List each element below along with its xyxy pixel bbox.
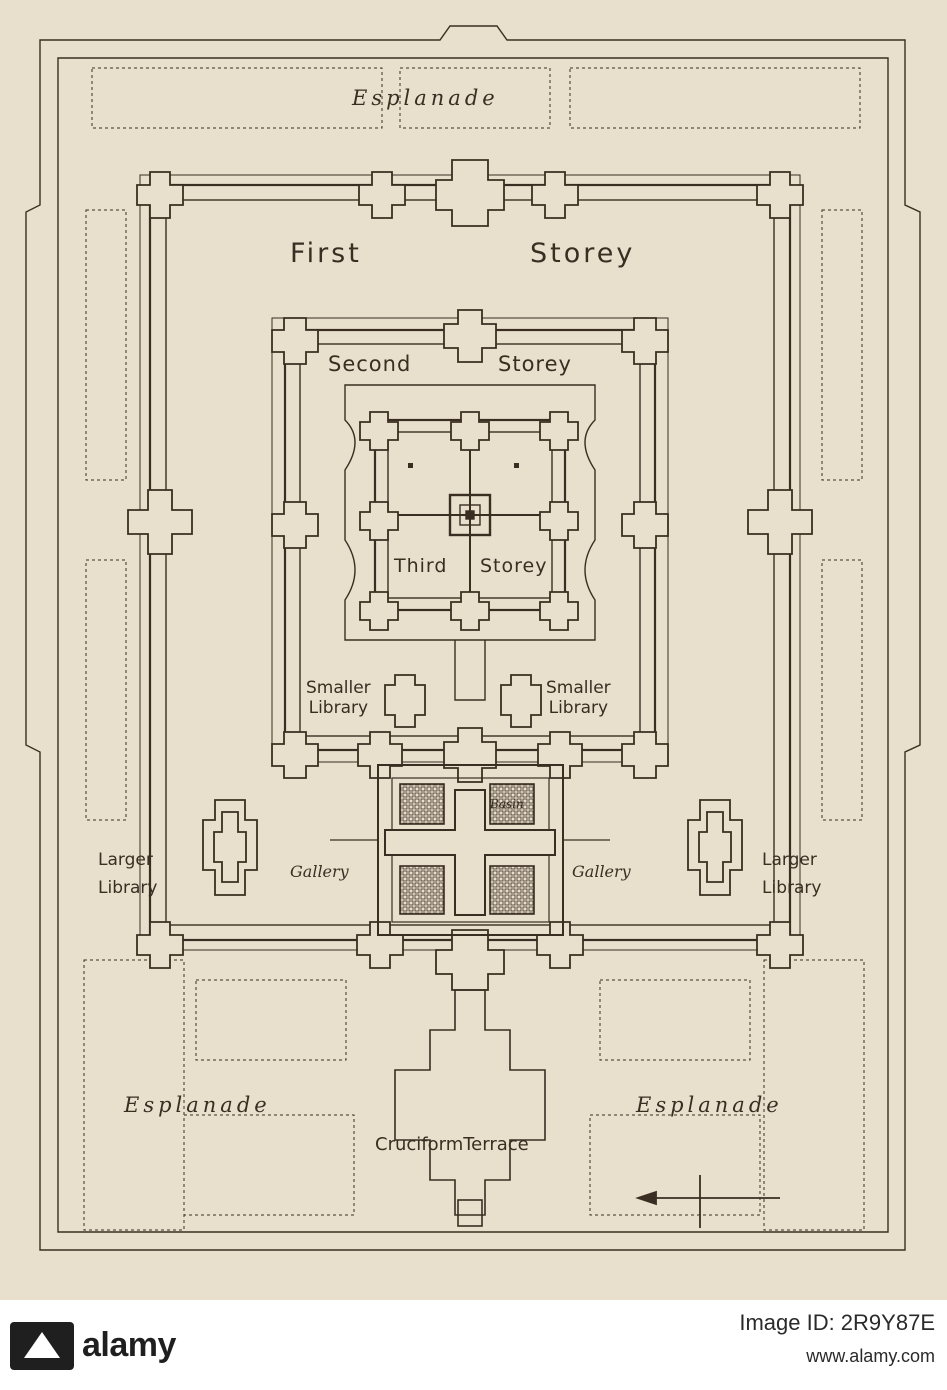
smaller-library-left-label: Smaller Library	[306, 678, 371, 718]
smaller-library-right-label: Smaller Library	[546, 678, 611, 718]
larger-library-right-line1: Larger	[762, 850, 817, 870]
second-storey-label: Second	[328, 352, 412, 376]
larger-library-right-label: Larger Library	[762, 846, 821, 902]
outer-enclosure	[25, 25, 921, 1251]
third-storey-label: Third	[394, 555, 448, 577]
larger-library-right-line2: Library	[762, 878, 822, 898]
gallery-right-label: Gallery	[572, 862, 631, 881]
arrow-left-icon	[635, 1175, 780, 1228]
smaller-library-right-line1: Smaller	[546, 678, 611, 698]
first-storey-label: First	[290, 238, 362, 269]
watermark-footer: alamy Image ID: 2R9Y87E www.alamy.com	[0, 1300, 947, 1390]
esplanade-bottom-right-label: Esplanade	[636, 1093, 783, 1117]
smaller-library-left-line1: Smaller	[306, 678, 371, 698]
cruciform-cloister	[330, 764, 610, 936]
smaller-library-right-line2: Library	[548, 698, 609, 718]
basin-label: Basin	[490, 797, 524, 811]
larger-library-left-line2: Library	[98, 878, 158, 898]
temple-plan-drawing	[25, 25, 921, 1251]
source-url: www.alamy.com	[806, 1346, 935, 1366]
libraries	[202, 674, 743, 896]
second-storey-label-2: Storey	[498, 352, 572, 376]
smaller-library-left-line2: Library	[308, 698, 369, 718]
first-storey-label-2: Storey	[530, 238, 636, 269]
cruciform-terrace	[394, 989, 546, 1227]
esplanade-top-label: Esplanade	[352, 86, 499, 110]
image-reference: Image ID: 2R9Y87E www.alamy.com	[739, 1310, 935, 1367]
third-storey-label-2: Storey	[480, 555, 548, 577]
map-plan-area: Esplanade First Storey Second Storey Thi…	[0, 0, 947, 1300]
brand-watermark: alamy	[10, 1318, 280, 1374]
gallery-left-label: Gallery	[290, 862, 349, 881]
image-id: Image ID: 2R9Y87E	[739, 1310, 935, 1335]
corner-pavilions	[127, 159, 813, 991]
larger-library-left-line1: Larger	[98, 850, 153, 870]
esplanade-courts	[83, 67, 865, 1231]
cruciform-terrace-label: CruciformTerrace	[375, 1134, 529, 1155]
larger-library-left-label: Larger Library	[98, 846, 157, 902]
esplanade-bottom-left-label: Esplanade	[124, 1093, 271, 1117]
brand-name: alamy	[82, 1326, 176, 1364]
alamy-logo-icon	[10, 1322, 74, 1370]
